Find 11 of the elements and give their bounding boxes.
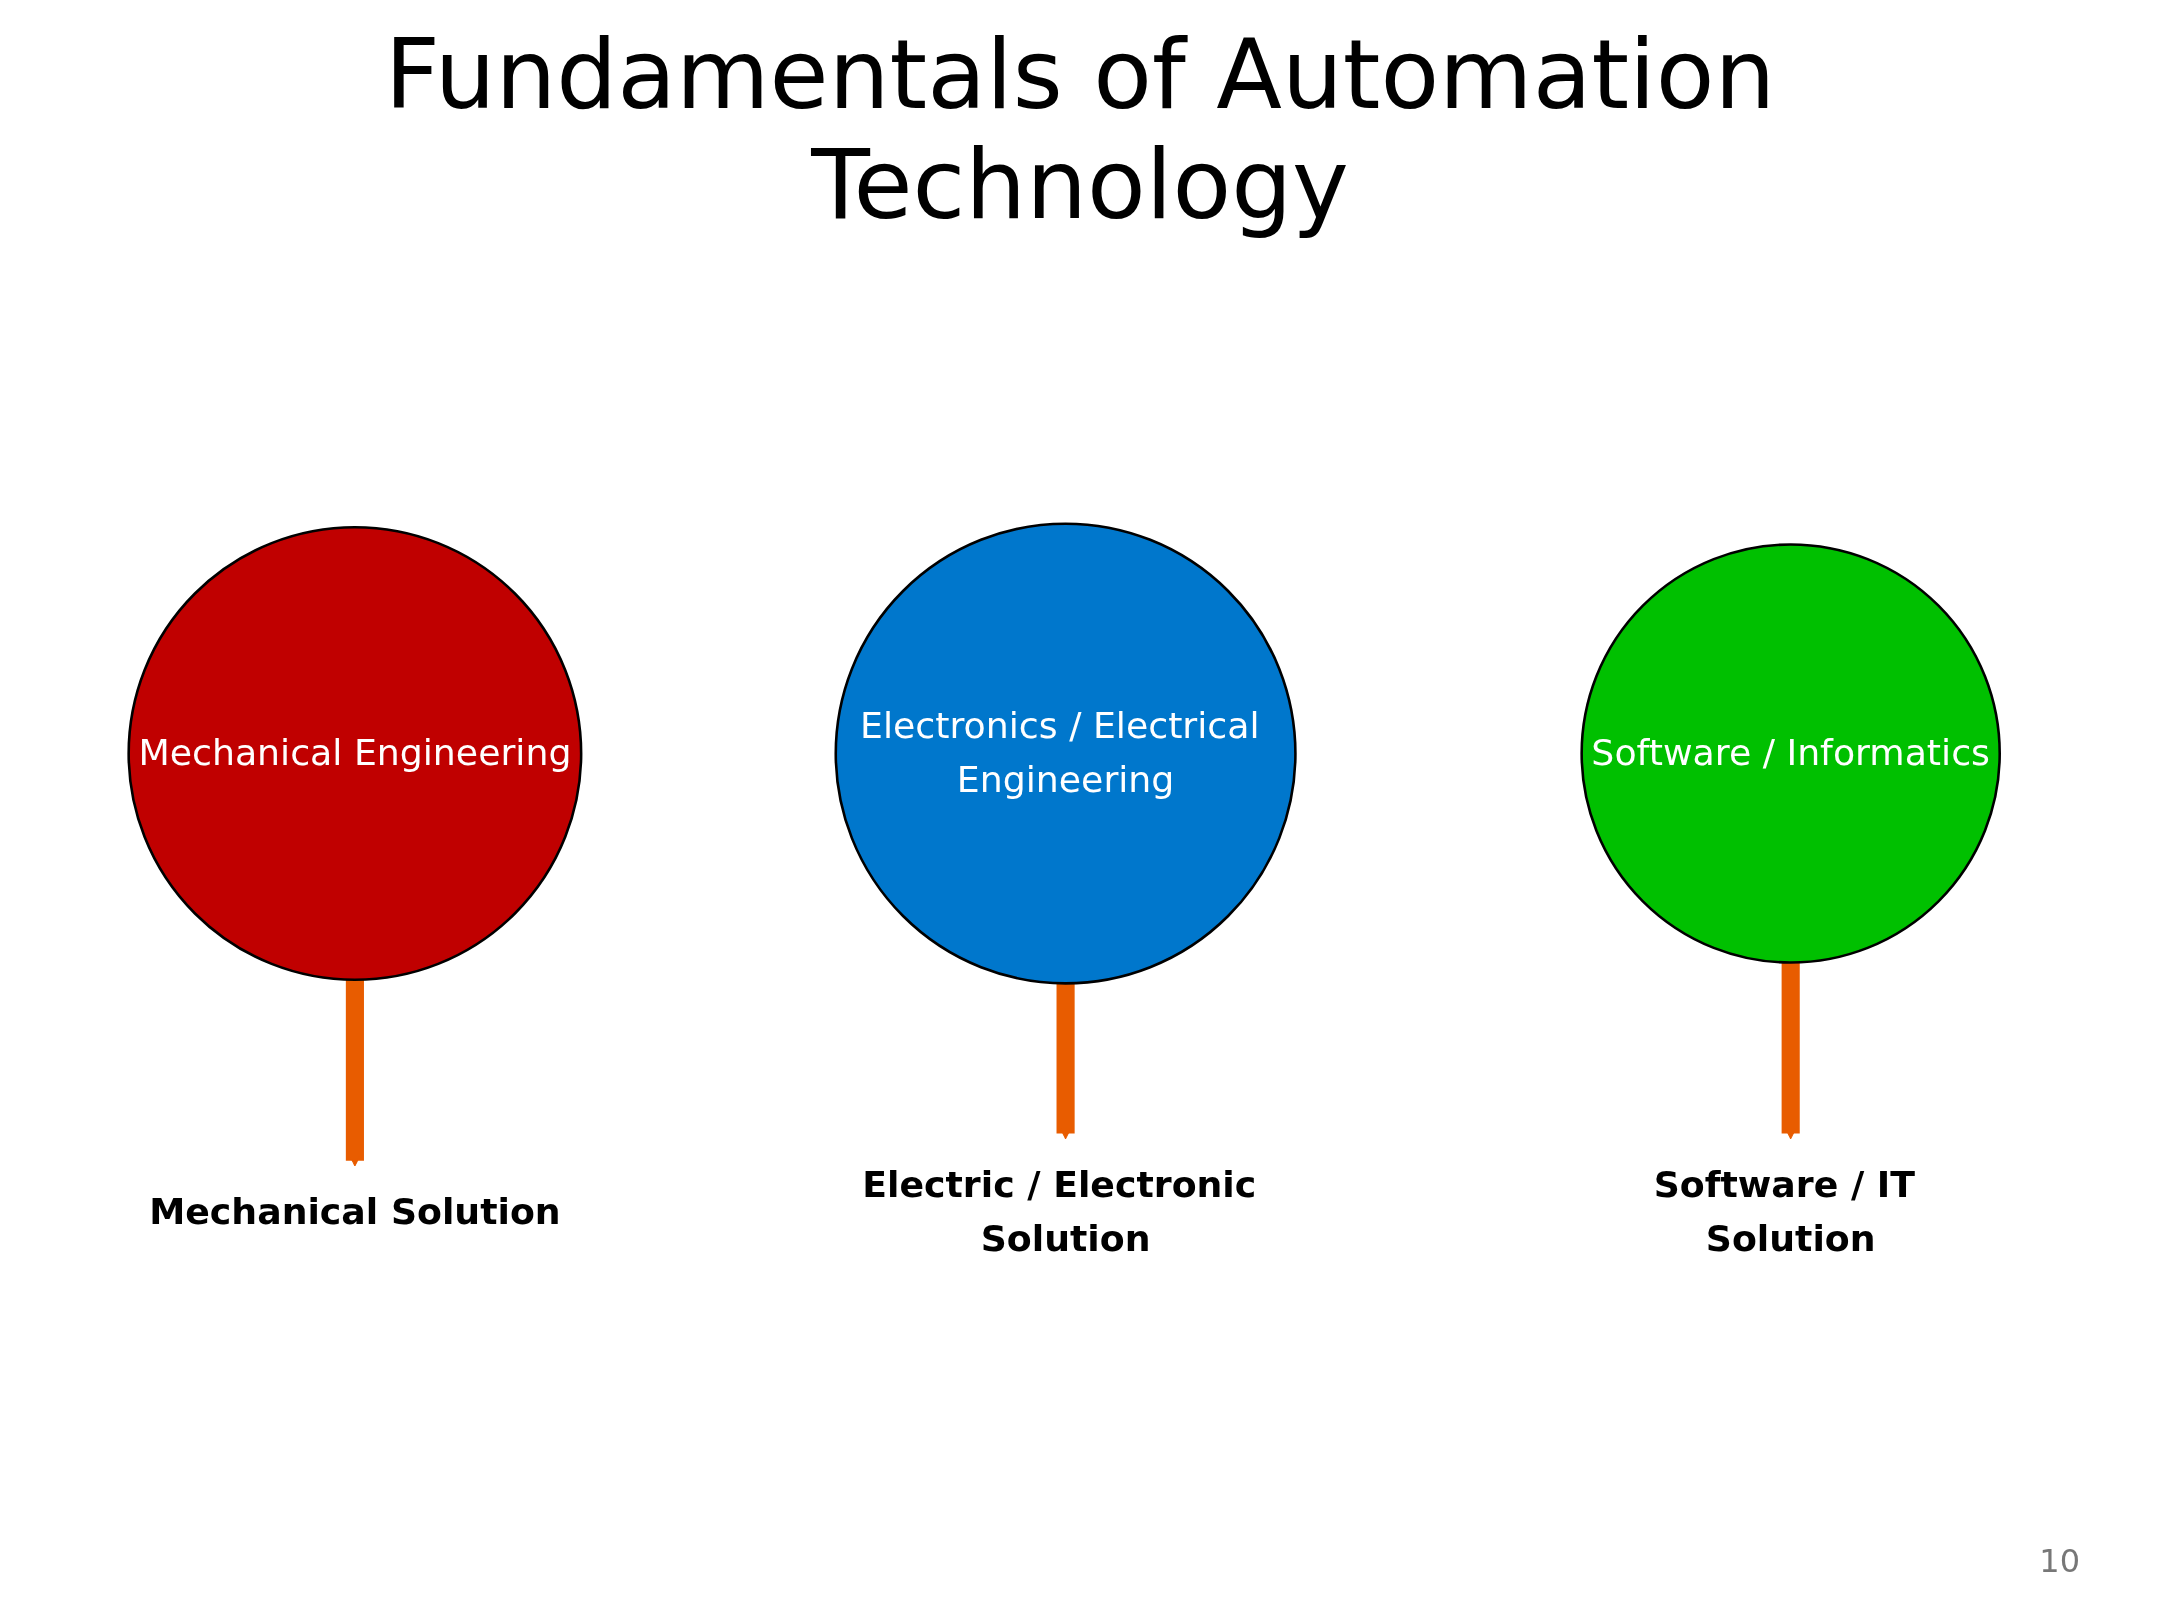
node-text: Mechanical Solution [149,1190,561,1234]
slide-title: Fundamentals of Automation Technology [383,20,1777,241]
node-text: Electric / Electronic Solution [862,1163,1257,1261]
node-circle: Software / Informatics [1580,543,2001,964]
arrow [345,979,364,1167]
node-circle: Electronics / Electrical Engineering [834,522,1297,985]
page-number: 10 [2039,1542,2080,1580]
node-text: Software / IT Solution [1653,1163,1915,1261]
node-circle: Mechanical Engineering [127,525,583,982]
arrow [1781,962,1800,1140]
arrow [1056,983,1075,1140]
